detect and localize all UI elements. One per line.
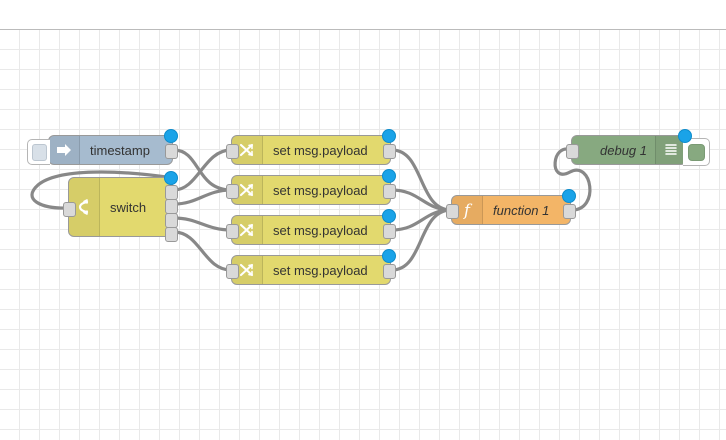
- status-dot-change-1: [382, 129, 396, 143]
- port-in-change-1[interactable]: [226, 144, 239, 159]
- port-out-function[interactable]: [563, 204, 576, 219]
- port-out-switch-2[interactable]: [165, 199, 178, 214]
- port-out-switch-3[interactable]: [165, 213, 178, 228]
- status-dot-change-4: [382, 249, 396, 263]
- status-dot-function: [562, 189, 576, 203]
- port-in-switch[interactable]: [63, 202, 76, 217]
- arrow-right-icon: [49, 136, 80, 164]
- port-out-change-1[interactable]: [383, 144, 396, 159]
- status-dot-switch: [164, 171, 178, 185]
- port-out-change-2[interactable]: [383, 184, 396, 199]
- inject-trigger-button[interactable]: [27, 139, 50, 165]
- node-label-change-1: set msg.payload: [273, 142, 368, 158]
- status-dot-change-3: [382, 209, 396, 223]
- inject-trigger-glyph: [31, 143, 47, 161]
- port-out-switch-1[interactable]: [165, 185, 178, 200]
- port-out-change-4[interactable]: [383, 264, 396, 279]
- status-dot-debug: [678, 129, 692, 143]
- port-in-function[interactable]: [446, 204, 459, 219]
- svg-text:f: f: [463, 201, 473, 219]
- status-dot-inject: [164, 129, 178, 143]
- node-change-3[interactable]: set msg.payload: [226, 209, 396, 245]
- debug-toggle-glyph: [687, 143, 705, 161]
- node-change-2[interactable]: set msg.payload: [226, 169, 396, 205]
- status-dot-change-2: [382, 169, 396, 183]
- node-function-1[interactable]: f function 1: [446, 189, 576, 225]
- node-label-change-3: set msg.payload: [273, 222, 368, 238]
- port-out-change-3[interactable]: [383, 224, 396, 239]
- node-debug-1[interactable]: debug 1: [566, 129, 710, 166]
- shuffle-icon: [232, 256, 263, 284]
- port-out-inject[interactable]: [165, 144, 178, 159]
- debug-enable-toggle-button[interactable]: [683, 138, 710, 166]
- node-change-4[interactable]: set msg.payload: [226, 249, 396, 285]
- node-label-function: function 1: [493, 202, 550, 218]
- node-label-switch: switch: [110, 199, 147, 215]
- node-label-debug: debug 1: [600, 142, 647, 158]
- port-out-switch-4[interactable]: [165, 227, 178, 242]
- port-in-debug[interactable]: [566, 144, 579, 159]
- node-inject-timestamp[interactable]: timestamp: [27, 129, 178, 165]
- node-label-change-2: set msg.payload: [273, 182, 368, 198]
- node-label-inject: timestamp: [90, 142, 150, 158]
- node-label-change-4: set msg.payload: [273, 262, 368, 278]
- port-in-change-4[interactable]: [226, 264, 239, 279]
- node-change-1[interactable]: set msg.payload: [226, 129, 396, 165]
- port-in-change-3[interactable]: [226, 224, 239, 239]
- port-in-change-2[interactable]: [226, 184, 239, 199]
- node-switch[interactable]: switch: [63, 171, 178, 242]
- editor-top-bar: [0, 0, 726, 30]
